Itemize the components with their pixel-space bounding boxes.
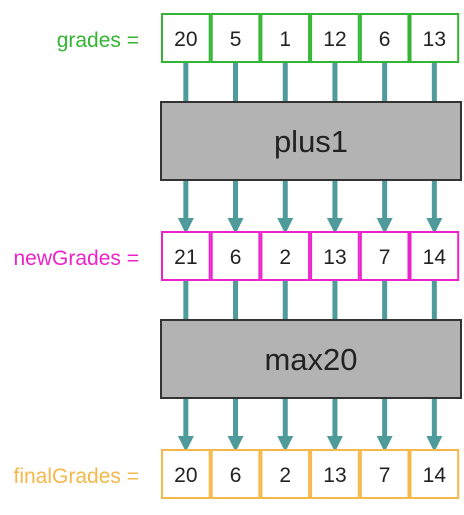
new-grades-cell-box [359,231,410,281]
final-grades-cell-4: 7 [359,449,410,499]
grades-cell-box [310,13,360,63]
grades-cell-1: 5 [210,13,261,63]
final-grades-cell-value: 20 [174,464,197,487]
new-grades-cell-box [310,231,360,281]
grades-cell-value: 12 [323,28,346,51]
new-grades-cell-value: 14 [423,246,447,269]
grades-cell-box [409,13,460,63]
grades-cell-box [260,13,311,63]
function-label-plus1: plus1 [274,124,348,159]
final-grades-cell-box [359,449,410,499]
final-grades-cell-value: 2 [279,464,291,487]
new-grades-cell-box [260,231,311,281]
new-grades-cell-0: 21 [161,231,211,281]
new-grades-cell-4: 7 [359,231,410,281]
new-grades-cell-5: 14 [409,231,460,281]
new-grades-cell-3: 13 [310,231,360,281]
grades-cell-box [210,13,261,63]
new-grades-cell-box [409,231,460,281]
new-grades-cell-value: 21 [174,246,197,269]
final-grades-cell-1: 6 [210,449,261,499]
new-grades-cell-box [210,231,261,281]
final-grades-cell-value: 7 [379,464,391,487]
function-box-plus1-body [160,101,462,181]
new-grades-cell-1: 6 [210,231,261,281]
grades-cell-box [161,13,211,63]
grades-cell-3: 12 [310,13,360,63]
new-grades-cell-box [161,231,211,281]
function-box-max20-body [160,319,462,399]
function-label-max20: max20 [264,342,357,377]
final-grades-cell-box [210,449,261,499]
grades-cell-2: 1 [260,13,311,63]
new-grades-row: newGrades = 21 6 2 13 7 14 [14,231,460,281]
final-grades-cell-value: 14 [423,464,447,487]
new-grades-cell-value: 2 [279,246,291,269]
grades-cell-value: 5 [230,28,242,51]
new-grades-cell-value: 13 [323,246,346,269]
grades-cell-0: 20 [161,13,211,63]
grades-cell-value: 6 [379,28,391,51]
new-grades-cell-2: 2 [260,231,311,281]
grades-cell-5: 13 [409,13,460,63]
function-box-max20: max20 [160,319,462,399]
final-grades-cell-box [409,449,460,499]
final-grades-cell-2: 2 [260,449,311,499]
grades-cell-value: 13 [423,28,446,51]
final-grades-cell-value: 6 [230,464,242,487]
grades-cell-value: 1 [279,28,291,51]
grades-row: grades = 20 5 1 12 6 13 [57,13,460,63]
final-grades-cell-box [260,449,311,499]
final-grades-cell-0: 20 [161,449,211,499]
new-grades-cell-value: 7 [379,246,391,269]
final-grades-row: finalGrades = 20 6 2 13 7 14 [14,449,460,499]
final-grades-cell-box [310,449,360,499]
final-grades-label: finalGrades = [14,465,140,488]
final-grades-cell-box [161,449,211,499]
final-grades-cell-3: 13 [310,449,360,499]
new-grades-label: newGrades = [14,247,140,270]
function-box-plus1: plus1 [160,101,462,181]
grades-cell-4: 6 [359,13,410,63]
grades-label: grades = [57,29,139,52]
new-grades-cell-value: 6 [230,246,242,269]
final-grades-cell-5: 14 [409,449,460,499]
grades-cell-value: 20 [174,28,197,51]
grades-cell-box [359,13,410,63]
final-grades-cell-value: 13 [323,464,346,487]
